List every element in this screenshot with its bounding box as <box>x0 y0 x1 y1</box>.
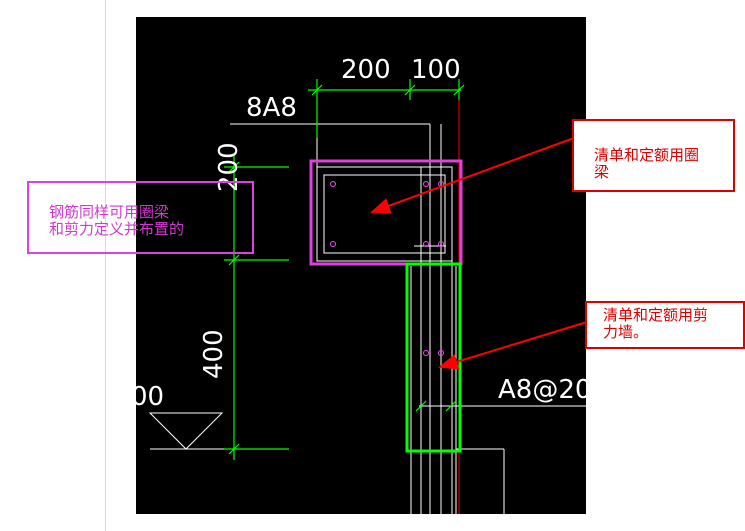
beam-highlight-frame <box>309 159 463 266</box>
callout-line: 力墙。 <box>603 323 649 341</box>
dimension-tick <box>453 84 465 96</box>
shear-wall-callout: 清单和定额用剪 力墙。 <box>585 301 745 349</box>
rebar-dot <box>438 241 444 247</box>
page-divider <box>105 0 106 531</box>
cad-drawing-canvas: 200 100 8A8 200 400 A8@20 00 <box>136 17 586 514</box>
rebar-dot <box>330 241 336 247</box>
dimension-tick <box>228 161 240 173</box>
beam-outline <box>316 166 453 262</box>
dimension-tick <box>228 254 240 266</box>
callout-line: 和剪力定义并布置的 <box>49 220 185 238</box>
callout-line: 清单和定额用剪 <box>603 306 709 324</box>
dimension-tick <box>415 400 427 412</box>
dimension-tick <box>311 84 323 96</box>
dimension-tick <box>445 400 457 412</box>
dimension-label-100: 100 <box>411 55 461 85</box>
rebar-dot <box>423 350 429 356</box>
rebar-dot <box>423 181 429 187</box>
ring-beam-callout: 清单和定额用圈 梁 <box>572 119 735 192</box>
stirrup-spacing-label: A8@20 <box>498 375 586 405</box>
elevation-label: 00 <box>136 382 165 412</box>
callout-line: 清单和定额用圈 <box>594 146 700 164</box>
dimension-tick <box>228 443 240 455</box>
rebar-dot <box>330 181 336 187</box>
rebar-dot <box>423 241 429 247</box>
callout-line: 钢筋同样可用圈梁 <box>49 203 170 221</box>
dimension-label-200: 200 <box>341 55 391 85</box>
dimension-label-400: 400 <box>199 329 229 379</box>
cad-drawing <box>148 79 586 514</box>
callout-line: 梁 <box>594 163 610 181</box>
rebar-label: 8A8 <box>246 93 297 123</box>
elevation-marker <box>148 412 224 450</box>
dimension-tick <box>404 84 416 96</box>
rebar-definition-callout: 钢筋同样可用圈梁 和剪力定义并布置的 <box>27 181 254 254</box>
